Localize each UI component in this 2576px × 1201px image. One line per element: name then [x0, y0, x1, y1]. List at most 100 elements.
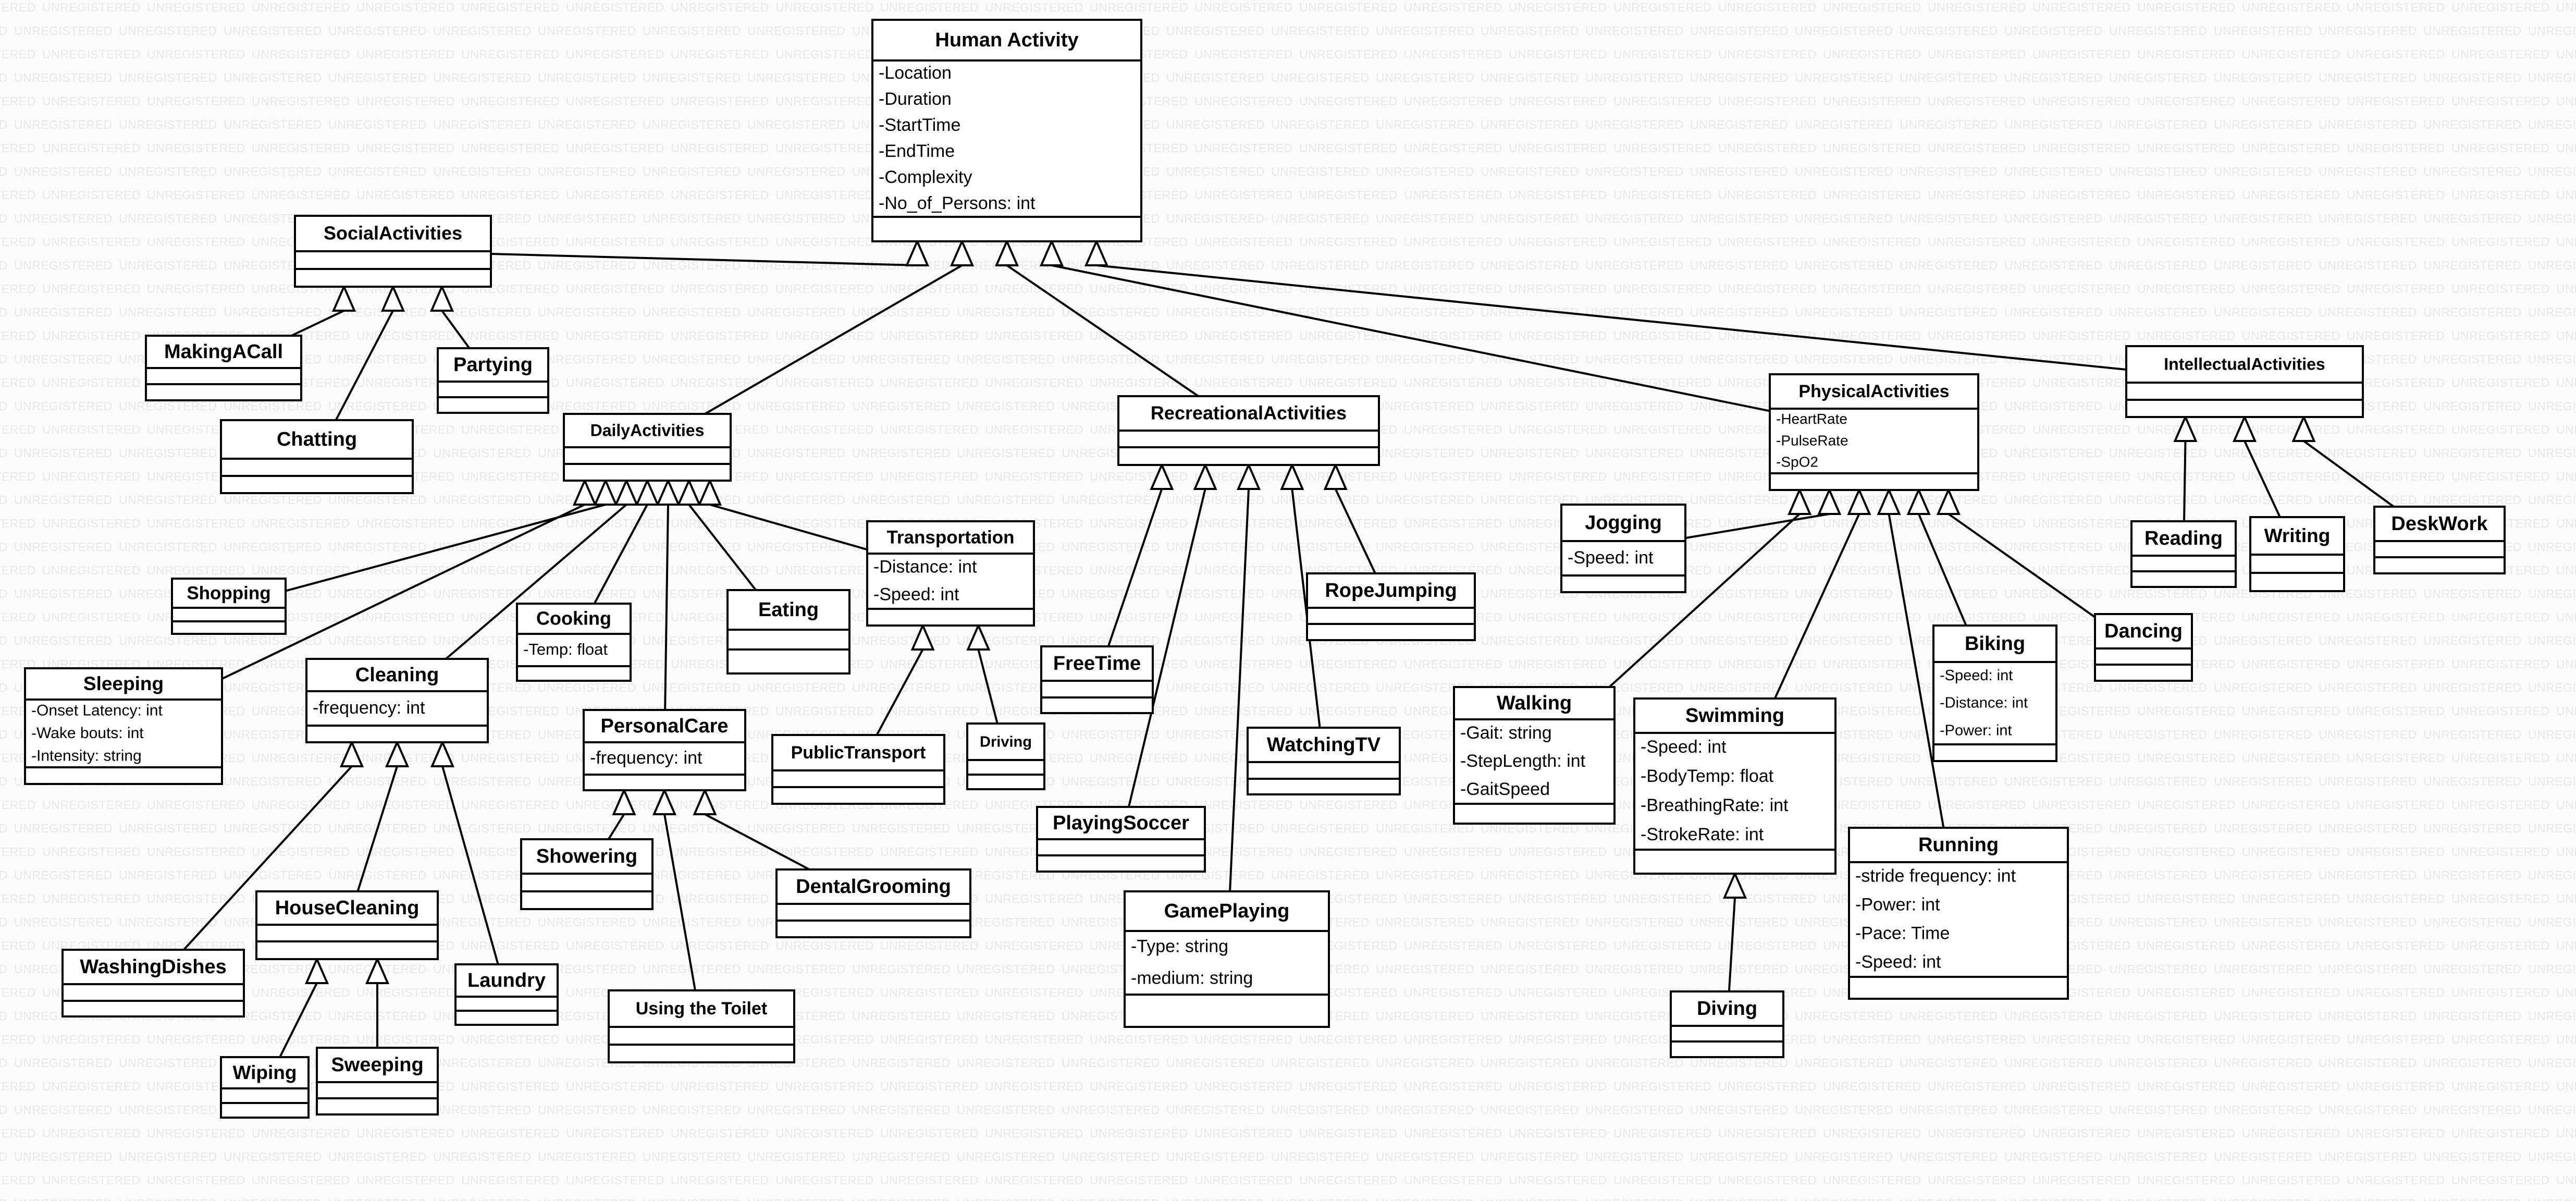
class-box-making-a-call[interactable]: MakingACall	[145, 335, 302, 401]
class-name: DailyActivities	[590, 421, 705, 439]
class-attribute: -Onset Latency: int	[31, 702, 163, 719]
class-box-driving[interactable]: Driving	[966, 722, 1045, 790]
class-box-writing[interactable]: Writing	[2249, 516, 2345, 592]
class-attribute: -Gait: string	[1460, 723, 1552, 743]
class-box-outline	[1670, 990, 1784, 1058]
class-box-using-the-toilet[interactable]: Using the Toilet	[608, 989, 795, 1063]
class-box-outline	[454, 963, 559, 1026]
class-attribute: -GaitSpeed	[1460, 779, 1550, 799]
generalization-writing-to-intellectual-activities	[2232, 414, 2281, 518]
class-box-house-cleaning[interactable]: HouseCleaning	[255, 890, 439, 960]
generalization-rope-jumping-to-recreational-activities	[1323, 462, 1376, 574]
class-box-playing-soccer[interactable]: PlayingSoccer	[1036, 806, 1206, 873]
generalization-line	[1006, 264, 1199, 397]
class-box-sweeping[interactable]: Sweeping	[316, 1047, 439, 1116]
class-box-public-transport[interactable]: PublicTransport	[771, 734, 945, 805]
class-box-walking[interactable]: Walking-Gait: string-StepLength: int-Gai…	[1453, 686, 1616, 825]
class-box-wiping[interactable]: Wiping	[220, 1056, 310, 1119]
generalization-arrowhead-icon	[1084, 238, 1109, 266]
generalization-laundry-to-cleaning	[430, 739, 499, 965]
class-box-cleaning[interactable]: Cleaning-frequency: int	[305, 658, 489, 743]
generalization-arrowhead-icon	[635, 477, 660, 506]
class-box-game-playing[interactable]: GamePlaying-Type: string-medium: string	[1124, 890, 1330, 1028]
class-box-desk-work[interactable]: DeskWork	[2373, 506, 2506, 574]
generalization-arrowhead-icon	[1906, 487, 1931, 515]
class-box-swimming[interactable]: Swimming-Speed: int-BodyTemp: float-Brea…	[1633, 697, 1837, 875]
generalization-chatting-to-social-activities	[335, 284, 405, 421]
class-box-rope-jumping[interactable]: RopeJumping	[1306, 572, 1476, 641]
class-box-social-activities[interactable]: SocialActivities	[294, 215, 492, 288]
generalization-arrowhead-icon	[593, 477, 618, 506]
class-box-intellectual-activities[interactable]: IntellectualActivities	[2125, 345, 2364, 418]
class-attribute: -BreathingRate: int	[1641, 795, 1789, 815]
class-attribute: -StartTime	[879, 115, 960, 135]
generalization-edges	[183, 238, 2395, 1058]
generalization-game-playing-to-recreational-activities	[1229, 462, 1261, 892]
class-box-transportation[interactable]: Transportation-Distance: int-Speed: int	[866, 520, 1035, 627]
class-box-diving[interactable]: Diving	[1670, 990, 1784, 1058]
class-name: Walking	[1497, 692, 1572, 714]
class-box-dental-grooming[interactable]: DentalGrooming	[775, 868, 971, 938]
generalization-line	[1107, 488, 1163, 647]
class-box-watching-tv[interactable]: WatchingTV	[1247, 727, 1401, 795]
class-box-cooking[interactable]: Cooking-Temp: float	[516, 603, 632, 682]
class-box-daily-activities[interactable]: DailyActivities	[563, 413, 732, 482]
class-box-shopping[interactable]: Shopping	[171, 578, 287, 635]
class-name: PublicTransport	[791, 743, 926, 763]
class-attribute: -Power: int	[1855, 894, 1940, 914]
class-name: DentalGrooming	[796, 876, 951, 898]
class-box-washing-dishes[interactable]: WashingDishes	[61, 949, 245, 1018]
class-box-reading[interactable]: Reading	[2130, 520, 2237, 588]
class-box-free-time[interactable]: FreeTime	[1040, 645, 1154, 714]
class-attribute: -Intensity: string	[31, 747, 142, 764]
class-box-dancing[interactable]: Dancing	[2094, 613, 2193, 682]
generalization-line	[1291, 488, 1321, 728]
class-box-recreational-activities[interactable]: RecreationalActivities	[1117, 395, 1380, 466]
class-box-sleeping[interactable]: Sleeping-Onset Latency: int-Wake bouts: …	[24, 667, 223, 785]
class-attribute: -No_of_Persons: int	[879, 193, 1036, 213]
class-box-physical-activities[interactable]: PhysicalActivities-HeartRate-PulseRate-S…	[1769, 373, 1979, 491]
generalization-desk-work-to-intellectual-activities	[2291, 414, 2395, 508]
class-name: Reading	[2144, 528, 2223, 549]
class-name: Dancing	[2104, 620, 2183, 642]
class-box-showering[interactable]: Showering	[520, 838, 654, 910]
generalization-line	[285, 504, 606, 592]
class-attribute: -Distance: int	[873, 557, 977, 577]
generalization-line	[688, 504, 757, 591]
generalization-arrowhead-icon	[385, 739, 410, 767]
class-name: WashingDishes	[80, 956, 227, 978]
generalization-line	[664, 504, 669, 710]
class-attribute: -Type: string	[1131, 936, 1228, 956]
generalization-arrowhead-icon	[910, 622, 935, 651]
generalization-line	[1773, 513, 1860, 699]
class-name: Shopping	[187, 583, 270, 603]
class-box-chatting[interactable]: Chatting	[220, 419, 414, 494]
generalization-line	[356, 766, 398, 892]
generalization-line	[490, 253, 918, 266]
generalization-jogging-to-physical-activities	[1685, 487, 1842, 540]
class-name: PhysicalActivities	[1798, 382, 1949, 401]
class-name: WatchingTV	[1267, 734, 1381, 756]
class-box-partying[interactable]: Partying	[437, 347, 549, 414]
class-name: Laundry	[467, 970, 546, 991]
class-name: Jogging	[1585, 512, 1662, 534]
class-name: Human Activity	[935, 29, 1078, 51]
class-box-outline	[171, 578, 287, 635]
generalization-using-the-toilet-to-personal-care	[652, 787, 696, 991]
generalization-line	[1051, 264, 1770, 412]
class-box-jogging[interactable]: Jogging-Speed: int	[1560, 504, 1686, 593]
class-box-running[interactable]: Running-stride frequency: int-Power: int…	[1848, 827, 2069, 1000]
generalization-line	[2303, 440, 2395, 508]
class-box-biking[interactable]: Biking-Speed: int-Distance: int-Power: i…	[1932, 624, 2057, 762]
class-box-personal-care[interactable]: PersonalCare-frequency: int	[583, 709, 746, 791]
generalization-arrowhead-icon	[656, 477, 681, 506]
class-attribute: -Speed: int	[873, 584, 959, 604]
class-box-laundry[interactable]: Laundry	[454, 963, 559, 1026]
class-box-eating[interactable]: Eating	[726, 589, 851, 675]
generalization-line	[445, 504, 627, 660]
generalization-driving-to-transportation	[966, 622, 999, 724]
generalization-arrowhead-icon	[1788, 487, 1812, 515]
generalization-arrowhead-icon	[1847, 487, 1871, 515]
class-box-human-activity[interactable]: Human Activity-Location-Duration-StartTi…	[871, 19, 1142, 242]
class-name: Partying	[453, 354, 533, 376]
